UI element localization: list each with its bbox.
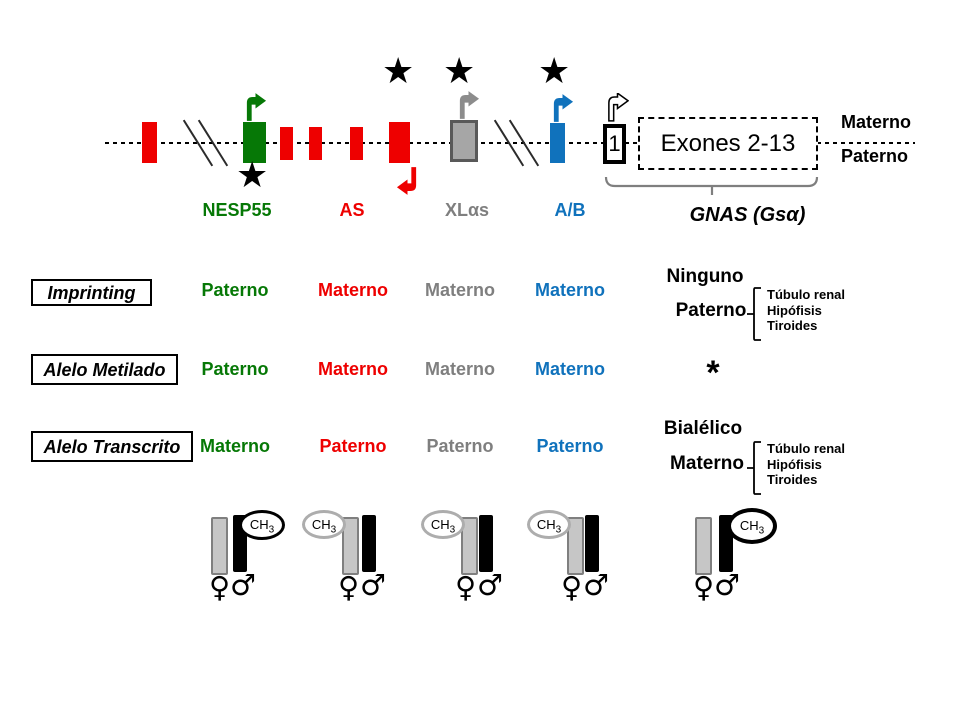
imprinted-promoter-star-icon: ★ [236, 154, 269, 195]
metilado-value-ab: Materno [534, 359, 605, 379]
gene-label-nesp55: NESP55 [202, 200, 272, 220]
paternal-chromosome [362, 515, 376, 572]
exon-box-red-3 [309, 127, 322, 160]
tissue-bracket [747, 287, 761, 341]
tissue-item: Túbulo renal [767, 287, 845, 302]
ch3-methylation-circle: CH3 [302, 510, 346, 539]
gnas-brace [604, 177, 819, 195]
imprinted-promoter-star-icon: ★ [382, 50, 415, 91]
tissue-item: Hipófisis [767, 303, 822, 318]
male-symbol: ♂ [360, 568, 386, 602]
transcrito-value-ab: Paterno [536, 436, 604, 456]
xlas-promoter-arrow-icon [459, 91, 480, 119]
imprinting-value-nesp55: Paterno [201, 280, 269, 300]
transcrito-value-as: Paterno [319, 436, 387, 456]
ch3-methylation-circle: CH3 [421, 510, 465, 539]
imprinting-value-gnas-main: Ninguno [666, 266, 744, 287]
maternal-chromosome [695, 517, 712, 575]
row-label-imprinting: Imprinting [31, 279, 152, 306]
exon-box-red-2 [280, 127, 293, 160]
allele-line-label-materno: Materno [841, 112, 912, 132]
female-symbol: ♀ [455, 570, 477, 604]
transcrito-value-gnas-main: Bialélico [663, 418, 743, 439]
nesp55-exon-box [243, 122, 266, 163]
exones-2-13-box: Exones 2-13 [638, 117, 818, 170]
paternal-chromosome [479, 515, 493, 572]
female-symbol: ♀ [561, 570, 583, 604]
transcrito-value-xlas: Paterno [426, 436, 494, 456]
transcrito-value-gnas-exception: Materno [670, 453, 744, 474]
ch3-methylation-circle: CH3 [527, 510, 571, 539]
row-label-alelo-transcrito: Alelo Transcrito [31, 431, 193, 462]
female-symbol: ♀ [338, 570, 360, 604]
ch3-methylation-circle: CH3 [239, 510, 285, 540]
nesp55-promoter-arrow-icon [246, 93, 267, 121]
tissue-item: Hipófisis [767, 457, 822, 472]
maternal-chromosome [461, 517, 478, 575]
gnas-promoter-arrow-icon [608, 93, 629, 122]
male-symbol: ♂ [714, 568, 740, 602]
paternal-chromosome [585, 515, 599, 572]
female-symbol: ♀ [209, 570, 231, 604]
maternal-chromosome [567, 517, 584, 575]
as-antisense-promoter-arrow-icon [396, 167, 417, 195]
as-exon-box [389, 122, 410, 163]
imprinting-value-as: Materno [317, 280, 388, 300]
metilado-value-nesp55: Paterno [201, 359, 269, 379]
tissue-item: Tiroides [767, 318, 818, 333]
gene-label-xlas: XLαs [444, 200, 490, 220]
gene-label-ab: A/B [554, 200, 586, 220]
exon-box-red-1 [142, 122, 157, 163]
tissue-item: Túbulo renal [767, 441, 845, 456]
transcrito-value-nesp55: Materno [199, 436, 270, 456]
maternal-chromosome [211, 517, 228, 575]
imprinting-value-xlas: Materno [424, 280, 495, 300]
gene-label-as: AS [339, 200, 365, 220]
tissue-item: Tiroides [767, 472, 818, 487]
maternal-chromosome [342, 517, 359, 575]
imprinted-promoter-star-icon: ★ [538, 50, 571, 91]
imprinting-value-ab: Materno [534, 280, 605, 300]
chromosome-pair-as: CH3 ♀ ♂ [302, 508, 422, 608]
imprinted-promoter-star-icon: ★ [443, 50, 476, 91]
ch3-methylation-circle: CH3 [727, 508, 777, 544]
allele-line-label-paterno: Paterno [841, 146, 909, 166]
tissue-bracket [747, 441, 761, 495]
metilado-value-gnas-asterisk: * [706, 354, 720, 392]
male-symbol: ♂ [477, 568, 503, 602]
metilado-value-xlas: Materno [424, 359, 495, 379]
female-symbol: ♀ [693, 570, 715, 604]
chromosome-pair-xlas: CH3 ♀ ♂ [421, 508, 541, 608]
ab-promoter-arrow-icon [553, 94, 574, 122]
exon-box-red-4 [350, 127, 363, 160]
chromosome-pair-ab: CH3 ♀ ♂ [527, 508, 647, 608]
male-symbol: ♂ [583, 568, 609, 602]
ab-exon-box [550, 123, 565, 163]
imprinting-value-gnas-exception: Paterno [675, 300, 747, 321]
row-label-alelo-metilado: Alelo Metilado [31, 354, 178, 385]
exon1-box: 1 [603, 124, 626, 164]
xlas-exon-box [450, 120, 478, 162]
chromosome-pair-nesp55: CH3 ♀ ♂ [209, 508, 331, 608]
chromosome-pair-gnas: CH3 ♀ ♂ [693, 508, 815, 608]
gene-label-gnas: GNAS (Gsα) [689, 204, 806, 226]
male-symbol: ♂ [230, 568, 256, 602]
metilado-value-as: Materno [317, 359, 388, 379]
